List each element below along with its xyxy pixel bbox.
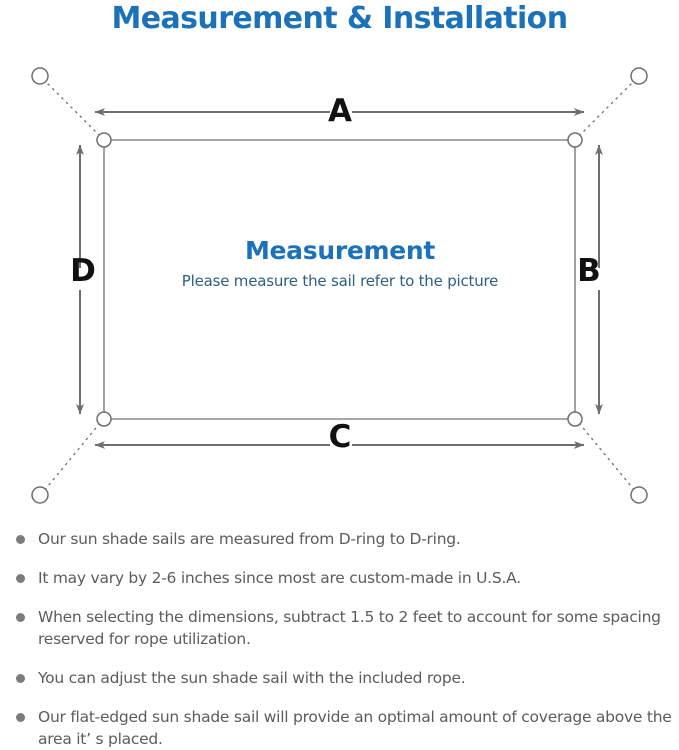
measurement-diagram-svg bbox=[31, 67, 648, 504]
anchor-point-bottom-left bbox=[31, 486, 49, 504]
list-item-text: It may vary by 2-6 inches since most are… bbox=[38, 569, 521, 587]
notes-list: Our sun shade sails are measured from D-… bbox=[10, 528, 675, 750]
list-item-text: Our sun shade sails are measured from D-… bbox=[38, 530, 461, 548]
rope-top-right bbox=[578, 79, 636, 137]
d-ring-top-right bbox=[567, 132, 583, 148]
d-ring-bottom-right bbox=[567, 411, 583, 427]
d-ring-top-left bbox=[96, 132, 112, 148]
bullet-icon bbox=[16, 535, 25, 544]
bullet-icon bbox=[16, 674, 25, 683]
measurement-diagram: A B C D Measurement Please measure the s… bbox=[0, 50, 679, 520]
page-title: Measurement & Installation bbox=[111, 1, 569, 36]
dimension-label-a: A bbox=[328, 93, 352, 129]
list-item: Our sun shade sails are measured from D-… bbox=[10, 528, 675, 550]
list-item: You can adjust the sun shade sail with t… bbox=[10, 667, 675, 689]
dimension-label-d: D bbox=[70, 253, 96, 289]
anchor-point-top-right bbox=[630, 67, 648, 85]
anchor-points bbox=[31, 67, 648, 504]
list-item: It may vary by 2-6 inches since most are… bbox=[10, 567, 675, 589]
list-item: Our flat-edged sun shade sail will provi… bbox=[10, 706, 675, 750]
list-item-text: Our flat-edged sun shade sail will provi… bbox=[38, 708, 672, 748]
rope-bottom-left bbox=[43, 422, 101, 492]
rope-top-left bbox=[43, 79, 101, 137]
bullet-icon bbox=[16, 613, 25, 622]
anchor-point-top-left bbox=[31, 67, 49, 85]
bullet-icon bbox=[16, 713, 25, 722]
d-ring-bottom-left bbox=[96, 411, 112, 427]
list-item-text: When selecting the dimensions, subtract … bbox=[38, 608, 661, 648]
diagram-center-subtitle: Please measure the sail refer to the pic… bbox=[181, 272, 499, 290]
diagram-center-text: Measurement Please measure the sail refe… bbox=[110, 236, 570, 291]
d-rings bbox=[96, 132, 583, 427]
dimension-label-c: C bbox=[328, 419, 352, 455]
list-item-text: You can adjust the sun shade sail with t… bbox=[38, 669, 466, 687]
anchor-point-bottom-right bbox=[630, 486, 648, 504]
sail-outline bbox=[103, 139, 576, 420]
diagram-center-title: Measurement bbox=[244, 236, 436, 265]
rope-bottom-right bbox=[578, 422, 636, 492]
rope-lines bbox=[43, 79, 636, 492]
dimension-label-b: B bbox=[577, 253, 601, 289]
list-item: When selecting the dimensions, subtract … bbox=[10, 606, 675, 650]
bullet-icon bbox=[16, 574, 25, 583]
